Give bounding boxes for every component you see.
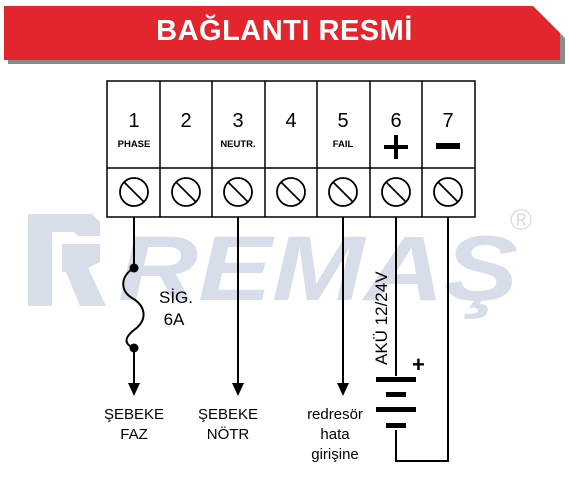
screw-2-icon <box>171 177 201 207</box>
screw-3-icon <box>223 177 253 207</box>
registered-mark: ® <box>510 204 532 237</box>
terminal-7-minus-icon <box>436 143 460 149</box>
fuse-label-line1: SİG. <box>159 288 193 307</box>
fail-output-line3: girişine <box>311 446 359 463</box>
terminal-5-number: 5 <box>337 110 348 132</box>
fuse-top-node <box>129 263 139 273</box>
terminal-1-number: 1 <box>128 110 139 132</box>
screw-7-icon <box>433 177 463 207</box>
terminal-3-number: 3 <box>232 110 243 132</box>
remas-logo-icon <box>28 214 106 306</box>
fuse-bottom-node <box>129 343 139 353</box>
neutral-output-line2: NÖTR <box>207 425 250 443</box>
remas-watermark: REMAŞ ® <box>28 204 532 320</box>
fail-output-line2: hata <box>320 426 350 443</box>
battery-icon <box>376 377 416 428</box>
terminal-1-label: PHASE <box>118 139 151 150</box>
neutral-output-line1: ŞEBEKE <box>198 406 258 423</box>
watermark-brand: REMAŞ <box>118 218 518 320</box>
screw-4-icon <box>276 177 306 207</box>
battery-negative-wire <box>395 217 449 462</box>
phase-output-line2: FAZ <box>120 426 148 443</box>
terminal-6-plus-icon <box>384 135 408 159</box>
terminal-2-number: 2 <box>180 110 191 132</box>
screw-row <box>119 177 463 207</box>
screw-1-icon <box>119 177 149 207</box>
battery-plus-sign: + <box>412 352 425 377</box>
terminal-6-number: 6 <box>390 110 401 132</box>
terminal-3-label: NEUTR. <box>220 139 255 150</box>
terminal-7-number: 7 <box>442 110 453 132</box>
fail-output-line1: redresör <box>307 406 363 423</box>
screw-6-icon <box>381 177 411 207</box>
fail-arrow-icon <box>337 383 349 396</box>
banner-shape <box>4 6 565 64</box>
neutral-arrow-icon <box>232 383 244 396</box>
battery-label: AKÜ 12/24V <box>372 271 391 365</box>
phase-output-line1: ŞEBEKE <box>104 406 164 423</box>
page-title: BAĞLANTI RESMİ <box>156 15 413 47</box>
screw-5-icon <box>328 177 358 207</box>
fuse-icon <box>122 267 145 349</box>
fuse-label-line2: 6A <box>164 310 185 329</box>
terminal-4-number: 4 <box>285 110 296 132</box>
phase-arrow-icon <box>128 383 140 396</box>
terminal-5-label: FAIL <box>333 139 354 150</box>
banner-fill <box>4 6 560 60</box>
